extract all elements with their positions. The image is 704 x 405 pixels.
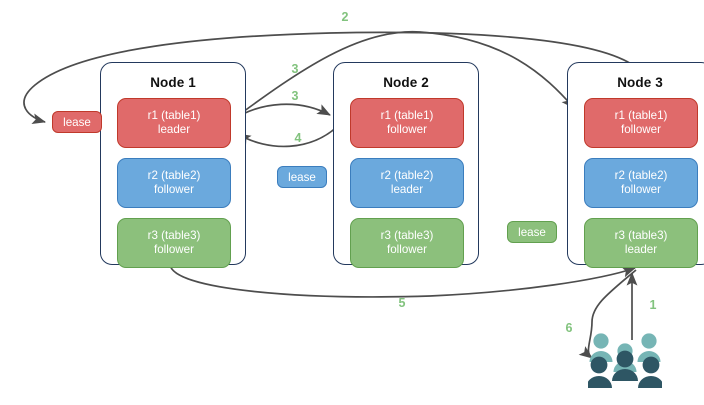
node-title-2: Node 2 bbox=[383, 75, 429, 90]
replica-role: leader bbox=[157, 123, 191, 136]
replica-name: r3 (table3) bbox=[614, 229, 668, 242]
replica-name: r2 (table2) bbox=[147, 169, 201, 182]
people-icon bbox=[588, 333, 662, 388]
node-container-3[interactable]: Node 3 r1 (table1) follower r2 (table2) … bbox=[567, 62, 704, 268]
node-title-1: Node 1 bbox=[150, 75, 196, 90]
step-label-1: 1 bbox=[649, 298, 657, 312]
people-front-row bbox=[588, 350, 662, 388]
replica-name: r3 (table3) bbox=[380, 229, 434, 242]
replica-name: r3 (table3) bbox=[147, 229, 201, 242]
step-label-3b: 3 bbox=[291, 89, 299, 103]
step-label-3a: 3 bbox=[291, 62, 299, 76]
replica-node3-r3[interactable]: r3 (table3) leader bbox=[584, 218, 698, 268]
replica-name: r2 (table2) bbox=[380, 169, 434, 182]
lease-badge-table3[interactable]: lease bbox=[507, 221, 557, 243]
replica-node1-r3[interactable]: r3 (table3) follower bbox=[117, 218, 231, 268]
replica-name: r2 (table2) bbox=[614, 169, 668, 182]
replica-role: follower bbox=[621, 183, 661, 196]
replica-node1-r1[interactable]: r1 (table1) leader bbox=[117, 98, 231, 148]
replica-node2-r1[interactable]: r1 (table1) follower bbox=[350, 98, 464, 148]
step-label-4: 4 bbox=[294, 131, 302, 145]
replica-role: follower bbox=[154, 243, 194, 256]
node-container-1[interactable]: Node 1 r1 (table1) leader r2 (table2) fo… bbox=[100, 62, 246, 268]
replica-name: r1 (table1) bbox=[147, 109, 201, 122]
replica-node1-r2[interactable]: r2 (table2) follower bbox=[117, 158, 231, 208]
arrow-5-path bbox=[169, 264, 636, 298]
replica-name: r1 (table1) bbox=[614, 109, 668, 122]
step-label-6: 6 bbox=[565, 321, 573, 335]
replica-name: r1 (table1) bbox=[380, 109, 434, 122]
replica-node3-r2[interactable]: r2 (table2) follower bbox=[584, 158, 698, 208]
step-label-2: 2 bbox=[341, 10, 349, 24]
replica-role: leader bbox=[390, 183, 424, 196]
lease-badge-table1[interactable]: lease bbox=[52, 111, 102, 133]
replica-role: leader bbox=[624, 243, 658, 256]
replica-role: follower bbox=[387, 243, 427, 256]
replica-node3-r1[interactable]: r1 (table1) follower bbox=[584, 98, 698, 148]
lease-badge-table2[interactable]: lease bbox=[277, 166, 327, 188]
replica-role: follower bbox=[621, 123, 661, 136]
node-container-2[interactable]: Node 2 r1 (table1) follower r2 (table2) … bbox=[333, 62, 479, 268]
replica-node2-r3[interactable]: r3 (table3) follower bbox=[350, 218, 464, 268]
node-title-3: Node 3 bbox=[617, 75, 663, 90]
arrow-3-lower-path bbox=[231, 103, 331, 121]
replica-role: follower bbox=[387, 123, 427, 136]
step-label-5: 5 bbox=[398, 296, 406, 310]
replica-node2-r2[interactable]: r2 (table2) leader bbox=[350, 158, 464, 208]
replica-role: follower bbox=[154, 183, 194, 196]
